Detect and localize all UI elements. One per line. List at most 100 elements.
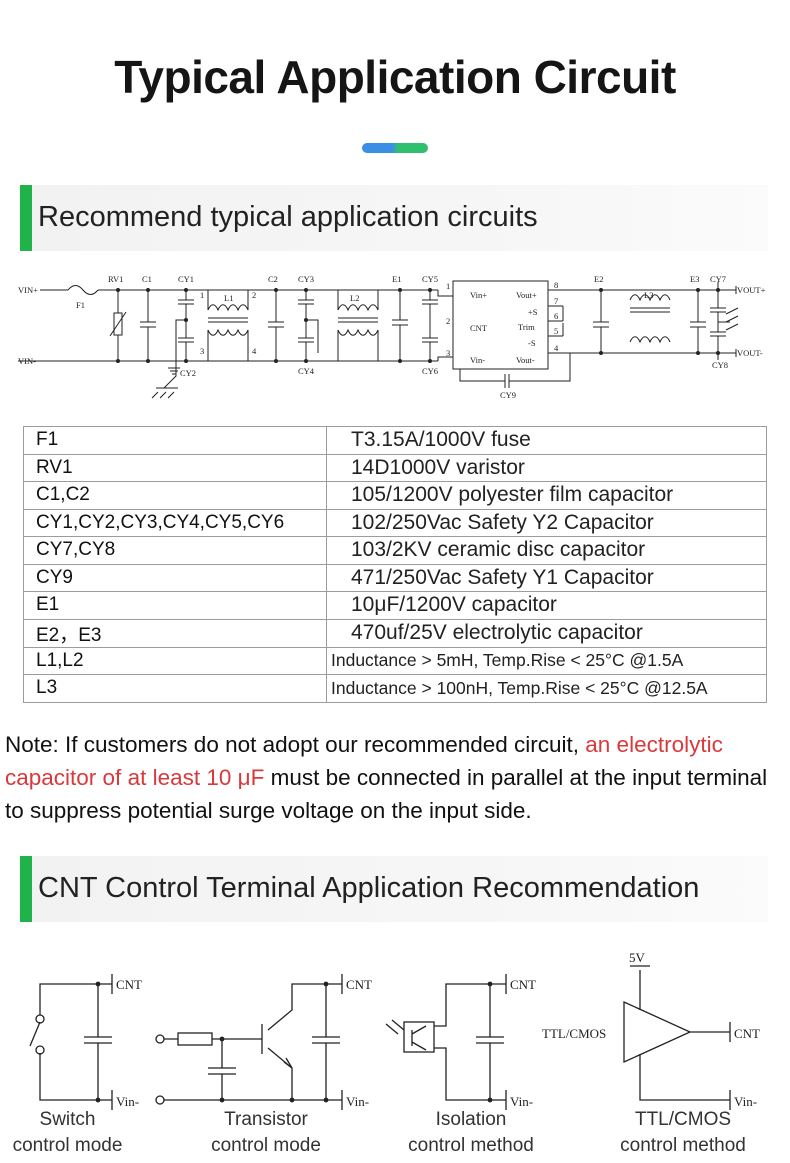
bom-ref: C1,C2 [23,481,327,510]
svg-text:3: 3 [446,348,450,358]
title-underline [362,143,428,153]
bom-desc: 10μF/1200V capacitor [326,591,767,620]
svg-text:CY3: CY3 [298,274,314,284]
bom-ref: CY9 [23,563,327,592]
svg-text:CNT: CNT [116,977,142,992]
section-accent [20,185,32,251]
svg-text:RV1: RV1 [108,274,123,284]
bom-desc: 105/1200V polyester film capacitor [326,481,767,510]
bom-desc: Inductance > 100nH, Temp.Rise < 25°C @12… [326,674,767,703]
isolation-control-diagram [385,974,507,1110]
svg-text:CNT: CNT [734,1026,760,1041]
bom-ref: E1 [23,591,327,620]
svg-text:Trim: Trim [518,322,535,332]
svg-text:Vin-: Vin- [346,1094,369,1109]
note-suffix: must be connected in parallel at the inp… [5,765,768,823]
page-title: Typical Application Circuit [114,51,676,103]
svg-text:CNT: CNT [470,323,488,333]
svg-text:CNT: CNT [510,977,536,992]
svg-text:L1: L1 [224,293,233,303]
svg-text:C1: C1 [142,274,152,284]
bom-desc: 14D1000V varistor [326,453,767,482]
bom-ref: F1 [23,426,327,455]
svg-text:Vin-: Vin- [510,1094,533,1109]
bom-desc: 471/250Vac Safety Y1 Capacitor [326,563,767,592]
svg-text:E3: E3 [690,274,699,284]
bom-ref: RV1 [23,453,327,482]
svg-text:Vin+: Vin+ [470,290,487,300]
section-header-cnt: CNT Control Terminal Application Recomme… [20,856,768,922]
svg-text:F1: F1 [76,300,85,310]
svg-text:2: 2 [446,316,450,326]
ttl-cmos-control-diagram [623,965,731,1110]
svg-text:CY7: CY7 [710,274,726,284]
svg-text:6: 6 [554,311,558,321]
svg-text:Vin-: Vin- [470,355,485,365]
svg-text:Vin-: Vin- [116,1094,139,1109]
svg-text:1: 1 [200,290,204,300]
svg-text:VOUT-: VOUT- [737,348,763,358]
svg-text:CY1: CY1 [178,274,194,284]
svg-text:3: 3 [200,346,204,356]
section-heading: Recommend typical application circuits [38,201,538,233]
label-vin-minus: VIN- [18,356,36,366]
svg-text:E1: E1 [392,274,401,284]
svg-text:CY2: CY2 [180,368,196,378]
svg-text:L2: L2 [350,293,359,303]
bom-ref: L3 [23,674,327,703]
svg-text:2: 2 [252,290,256,300]
note-highlight: an electrolytic capacitor of at least 10… [5,732,723,790]
svg-text:CY9: CY9 [500,390,516,400]
svg-text:8: 8 [554,280,558,290]
svg-text:Vin-: Vin- [734,1094,757,1109]
bom-ref: L1,L2 [23,646,327,675]
svg-text:7: 7 [554,296,558,306]
bom-desc: 102/250Vac Safety Y2 Capacitor [326,508,767,537]
section-accent [20,856,32,922]
svg-text:E2: E2 [594,274,603,284]
bom-desc: Inductance > 5mH, Temp.Rise < 25°C @1.5A [326,646,767,675]
svg-text:CY4: CY4 [298,366,315,376]
svg-text:-S: -S [528,338,536,348]
bom-ref: E2，E3 [23,618,327,648]
cnt-control-diagrams: CNT Vin- CNT Vin- CNT Vin- 5V TTL/CMOS C… [29,950,760,1110]
transistor-control-diagram [155,974,343,1110]
application-circuit-diagram: VIN+ VIN- F1 RV1 C1 CY1 CY2 L1 1 2 3 4 C… [18,274,766,400]
svg-text:5: 5 [554,326,558,336]
svg-text:+S: +S [528,307,538,317]
label-vin-plus: VIN+ [18,285,38,295]
bom-ref: CY7,CY8 [23,536,327,565]
bom-desc: 470uf/25V electrolytic capacitor [326,618,767,648]
section-heading: CNT Control Terminal Application Recomme… [38,872,700,904]
svg-text:4: 4 [554,343,559,353]
svg-text:C2: C2 [268,274,278,284]
note-text: Note: If customers do not adopt our reco… [5,728,785,827]
bom-desc: T3.15A/1000V fuse [326,426,767,455]
svg-text:CY8: CY8 [712,360,728,370]
svg-text:L3: L3 [644,290,653,300]
bom-desc: 103/2KV ceramic disc capacitor [326,536,767,565]
switch-control-diagram [29,974,113,1110]
svg-text:TTL/CMOS: TTL/CMOS [542,1026,606,1041]
svg-text:CY6: CY6 [422,366,438,376]
section-header-typical-circuits: Recommend typical application circuits [20,185,768,251]
svg-text:CY5: CY5 [422,274,438,284]
svg-text:5V: 5V [629,950,646,965]
svg-text:VOUT+: VOUT+ [737,285,766,295]
svg-text:4: 4 [252,346,257,356]
